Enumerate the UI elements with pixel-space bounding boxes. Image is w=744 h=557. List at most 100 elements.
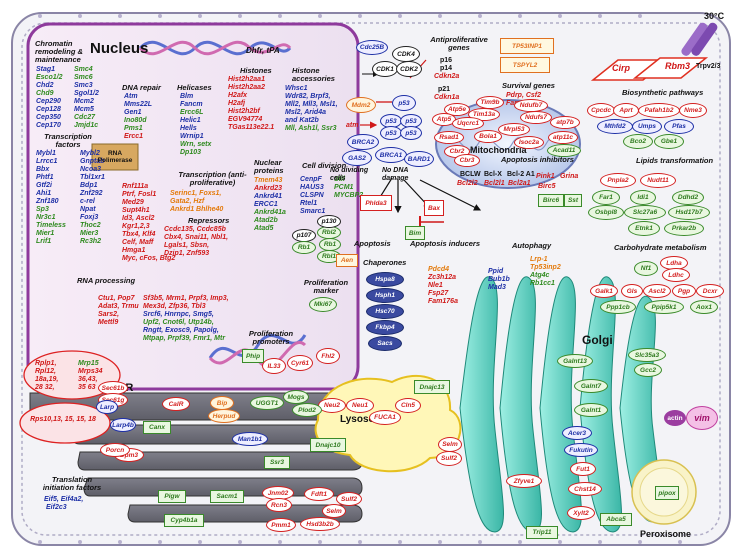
repressors-heading: Repressors bbox=[188, 216, 230, 225]
gene-label: 35 63 bbox=[78, 384, 96, 391]
trpv-label: Trpv2/3 bbox=[696, 63, 721, 70]
gene-label: HAUS3 bbox=[300, 184, 324, 191]
acer3-oval: Acer3 bbox=[562, 426, 592, 440]
transcription-col1: Rnf111a Ptrf, Fosl1 Med29 Supt4h1 Id3, A… bbox=[122, 183, 175, 263]
lysosome-title: Lysosome bbox=[340, 414, 390, 425]
phip-box: Phip bbox=[242, 349, 264, 363]
porcn-oval: Porcn bbox=[100, 443, 130, 457]
birc5-label: Birc5 bbox=[538, 183, 556, 190]
gene-label: Cep290 bbox=[36, 98, 61, 105]
xylt2-oval: Xylt2 bbox=[567, 506, 595, 520]
gene-label: Serinc1, Foxs1, bbox=[170, 190, 222, 197]
p53-tetramer-d: p53 bbox=[400, 126, 422, 140]
gene-label: Adat3, Trmu bbox=[98, 303, 139, 310]
dnajc10-box: Dnajc10 bbox=[310, 438, 346, 452]
gene-label: Dzip1, Znf593 bbox=[164, 250, 210, 257]
rna-processing-heading: RNA processing bbox=[77, 276, 136, 285]
gene-label: Thoc2 bbox=[80, 222, 101, 229]
gene-label: Whsc1 bbox=[285, 85, 308, 92]
sulf2-lys-oval: Sulf2 bbox=[436, 451, 462, 466]
histones-heading: Histones bbox=[240, 66, 272, 75]
apoptosis-inhib-heading: Apoptosis inhibitors bbox=[501, 155, 574, 164]
gene-label: 18a,19, bbox=[35, 376, 59, 383]
nuclear-proteins-list: Tmem43 Ankrd23 Ankrd41 ERCC1 Ankrd41a At… bbox=[254, 177, 286, 233]
gene-label: Supt4h1 bbox=[122, 207, 150, 214]
gene-label: Mier1 bbox=[36, 230, 55, 237]
gene-label: Ahi1 bbox=[36, 190, 52, 197]
gene-label: Ncoa3 bbox=[80, 166, 102, 173]
apoptosis-others-list: Ppid Bub1b Mad3 bbox=[488, 268, 510, 292]
gene-label: Cep128 bbox=[36, 106, 61, 113]
nme3-oval: Nme3 bbox=[679, 103, 707, 118]
aen-box: Aen bbox=[336, 254, 358, 267]
cell-division-col2: Stil PCM1 MYCBP2 bbox=[334, 176, 363, 200]
rps-label: Rps10,13, 15, 15, 18 bbox=[30, 416, 96, 423]
ribosome-col1: Rplp1, Rpl12, 18a,19, 28 32, bbox=[35, 360, 58, 392]
gene-label: Mrps34 bbox=[78, 368, 103, 375]
gene-label: Smc3 bbox=[74, 82, 93, 89]
neu1-oval: Neu1 bbox=[346, 398, 374, 413]
uqcrc1-oval: Uqcrc1 bbox=[452, 117, 484, 130]
nudt11-oval: Nudt11 bbox=[640, 173, 676, 188]
gene-label: Pms1 bbox=[124, 125, 143, 132]
canx-box: Canx bbox=[143, 421, 171, 434]
p16-label: p16 bbox=[440, 57, 453, 64]
cyp4b1a-box: Cyp4b1a bbox=[164, 514, 204, 527]
dhfr-label: Dhfr, tPA bbox=[246, 46, 280, 55]
galnt7-oval: Galnt7 bbox=[574, 379, 608, 393]
hspa8-oval: Hspa8 bbox=[366, 272, 404, 287]
lipids-heading: Lipids transformation bbox=[636, 156, 714, 165]
pigw-box: Pigw bbox=[158, 490, 186, 503]
il33-oval: IL33 bbox=[262, 358, 286, 374]
rcn3-oval: Rcn3 bbox=[266, 498, 292, 512]
gene-label: Fam176a bbox=[428, 298, 458, 305]
gene-label: H2afx bbox=[228, 92, 248, 99]
gene-label: Nr3c1 bbox=[36, 214, 56, 221]
uggt1-oval: UGGT1 bbox=[250, 396, 284, 410]
gene-label: Pdcd4 bbox=[428, 266, 450, 273]
brca2-oval: BRCA2 bbox=[347, 134, 379, 150]
gene-label: Sars2, bbox=[98, 311, 120, 318]
fut1-oval: Fut1 bbox=[570, 462, 596, 476]
gene-label: Tbl1xr1 bbox=[80, 174, 105, 181]
gene-label: Mybl2 bbox=[80, 150, 100, 157]
gene-label: Mier3 bbox=[80, 230, 99, 237]
gene-label: Lrp-1 bbox=[530, 256, 548, 263]
ldhc-oval: Ldhc bbox=[662, 268, 690, 282]
gene-label: Mettl9 bbox=[98, 319, 119, 326]
gene-label: Rpl12, bbox=[35, 368, 57, 375]
gene-label: Hist2h2bf bbox=[228, 108, 260, 115]
cdk2-oval: CDK2 bbox=[396, 61, 422, 77]
cirp-label: Cirp bbox=[612, 63, 630, 73]
gene-label: Hist2h2aa1 bbox=[228, 76, 265, 83]
pipox-box: pipox bbox=[655, 486, 679, 500]
isoc2a-oval: Isoc2a bbox=[514, 136, 544, 149]
gene-label: Ccdc135, Ccdc85b bbox=[164, 226, 226, 233]
gene-label: Npat bbox=[80, 206, 96, 213]
pgp-oval: Pgp bbox=[672, 284, 696, 298]
fuca1-oval: FUCA1 bbox=[369, 410, 401, 425]
mito-title: Mitochondria bbox=[470, 145, 527, 155]
apoptosis-inducers-list: Pdcd4 Zc3h12a Nle1 Fsp27 Fam176a bbox=[428, 266, 458, 306]
rsad1-oval: Rsad1 bbox=[434, 131, 464, 144]
ddhd2-oval: Ddhd2 bbox=[672, 190, 704, 205]
gene-label: Ino80d bbox=[124, 117, 147, 124]
cdkn1a-label: Cdkn1a bbox=[434, 94, 460, 101]
gene-label: Smarc1 bbox=[300, 208, 326, 215]
no-dividing-label: No dividing cells bbox=[330, 167, 369, 182]
gene-label: Ankrd41a bbox=[254, 209, 286, 216]
gls-oval: Gls bbox=[621, 284, 643, 298]
gene-label: Znf180 bbox=[36, 198, 59, 205]
rb1-oval: Rb1 bbox=[292, 241, 316, 254]
gene-label: Rplp1, bbox=[35, 360, 57, 367]
gene-label: Cdc27 bbox=[74, 114, 96, 121]
bcl2l2-label: Bcl2l2 bbox=[457, 180, 478, 187]
helicases-list: Blm Fancm Ercc6L Helic1 Hells Wrnip1 Wrn… bbox=[180, 93, 211, 157]
gene-label: Stag1 bbox=[36, 66, 56, 73]
mki67-oval: Mki67 bbox=[309, 297, 337, 312]
gene-label: Cbx4, Snai11, Nbl1, bbox=[164, 234, 229, 241]
helicases-heading: Helicases bbox=[177, 83, 212, 92]
prolif-promoters-heading: Proliferation promoters bbox=[248, 329, 294, 346]
cdkn2a-label: Cdkn2a bbox=[434, 73, 460, 80]
